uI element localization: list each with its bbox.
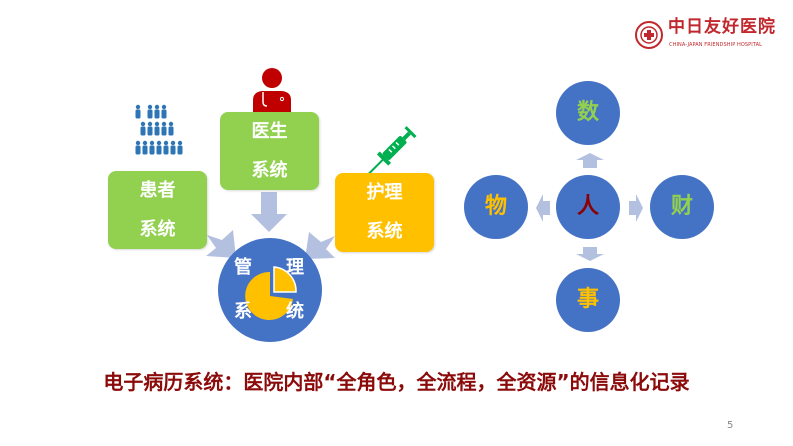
resource-arrows — [536, 153, 643, 261]
arrow-patient-diag — [206, 230, 236, 258]
doctor-box-line2: 系统 — [251, 159, 288, 181]
materials-label: 物 — [484, 194, 507, 219]
patient-box-line1: 患者 — [139, 179, 176, 201]
arrow-left — [536, 194, 550, 222]
finance-circle: 财 — [650, 175, 714, 239]
people-label: 人 — [576, 194, 599, 219]
arrow-right — [629, 194, 643, 222]
management-char-1: 管 — [234, 257, 252, 278]
arrow-up — [576, 153, 604, 168]
people-circle: 人 — [556, 175, 620, 239]
management-system-circle: 管 理 系 统 — [218, 238, 322, 342]
patients-crowd-icon — [135, 104, 183, 155]
logo-name-en: CHINA-JAPAN FRIENDSHIP HOSPITAL — [669, 42, 763, 48]
data-label: 数 — [576, 100, 599, 125]
nursing-box-line2: 系统 — [366, 221, 403, 243]
arrow-down — [576, 247, 604, 261]
flow-arrows — [206, 192, 335, 259]
syringe-icon — [368, 126, 417, 174]
logo-name-cn: 中日友好医院 — [668, 17, 776, 37]
affairs-label: 事 — [576, 287, 599, 312]
pie-chart-icon — [245, 266, 297, 320]
hospital-emblem-icon — [635, 21, 663, 49]
slide-caption: 电子病历系统：医院内部“全角色，全流程，全资源”的信息化记录 — [103, 370, 690, 394]
arrow-doctor-down — [251, 192, 287, 232]
affairs-circle: 事 — [556, 268, 620, 332]
doctor-box-line1: 医生 — [251, 120, 288, 142]
management-char-2: 理 — [286, 257, 304, 278]
finance-label: 财 — [670, 194, 693, 219]
nursing-system-box: 护理 系统 — [335, 173, 434, 252]
data-circle: 数 — [556, 81, 620, 145]
management-char-3: 系 — [234, 301, 252, 322]
patient-system-box: 患者 系统 — [108, 171, 207, 249]
arrow-nursing-diag — [305, 232, 335, 259]
patient-box-line2: 系统 — [139, 218, 176, 240]
page-number: 5 — [727, 420, 734, 431]
doctor-system-box: 医生 系统 — [220, 112, 319, 190]
management-char-4: 统 — [286, 301, 304, 322]
materials-circle: 物 — [464, 175, 528, 239]
nursing-box-line1: 护理 — [366, 181, 403, 203]
doctor-icon — [253, 68, 291, 112]
